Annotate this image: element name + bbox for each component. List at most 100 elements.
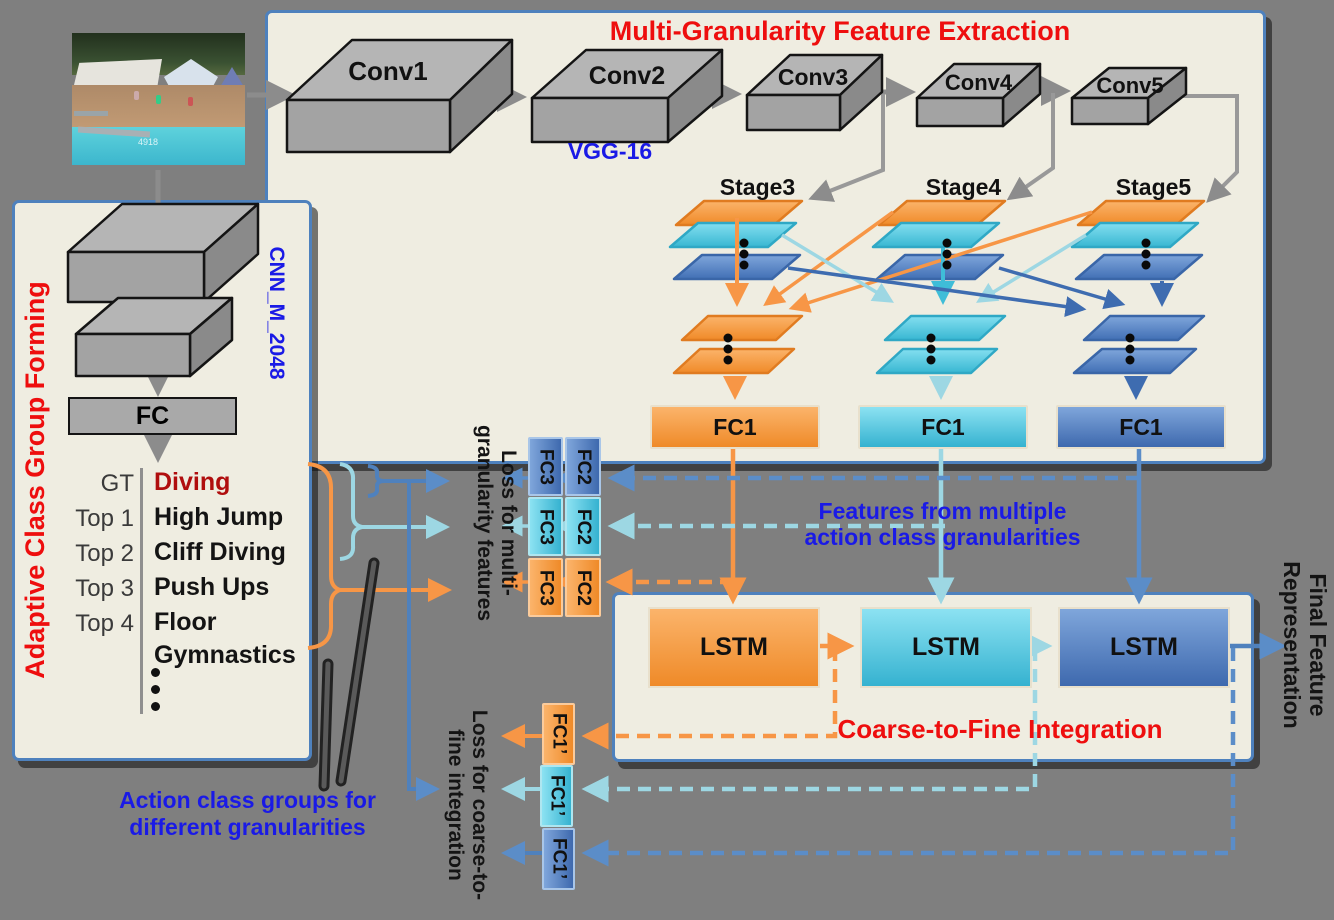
gathered-stacks	[672, 314, 1206, 375]
video-frame: 4918	[72, 33, 245, 165]
prediction-rank: Top 4	[75, 610, 134, 637]
coarse-to-fine-loss-label: Loss for coarse-to- fine integration	[443, 690, 491, 920]
groups-note-line2: different granularities	[129, 814, 366, 840]
route-s3-blue-to-s5	[787, 266, 1087, 317]
prediction-list: GT Diving Top 1 High Jump Top 2 Cliff Di…	[50, 466, 300, 672]
person-figure	[188, 97, 193, 106]
route-s3-cyan-to-s4	[781, 233, 894, 303]
dashed-orange-to-fc1p	[581, 648, 838, 750]
stage-input-arrows	[808, 93, 1239, 203]
fc1-to-lstm-arrows	[719, 447, 1153, 605]
loss2-line2: fine integration	[444, 729, 467, 881]
arrow-conv5-stage5	[1158, 94, 1239, 203]
person-figure	[156, 95, 161, 104]
fc3-box-orange: FC3	[528, 558, 563, 617]
class-group-braces	[307, 462, 452, 801]
loss2-arrows	[501, 724, 542, 865]
conv4-block	[915, 62, 1042, 128]
conv3-label: Conv3	[777, 64, 849, 90]
conv5-block	[1070, 66, 1188, 126]
class-group-side-title: Adaptive Class Group Forming	[20, 281, 50, 679]
groups-note-line1: Action class groups for	[119, 787, 376, 813]
gathered-cyan-1	[883, 314, 1007, 342]
conv1-label: Conv1	[348, 56, 428, 86]
white-canopy	[74, 59, 162, 85]
prediction-label: High Jump	[154, 503, 284, 531]
gathered-blue-2	[1072, 347, 1198, 375]
dashed-cyan-to-fc1p	[581, 648, 1038, 803]
conv4-label: Conv4	[944, 70, 1013, 95]
prediction-rank: Top 2	[75, 540, 134, 567]
stage5-map-blue	[1074, 253, 1204, 281]
prediction-rank: Top 3	[75, 575, 134, 602]
coarse-to-fine-title: Coarse-to-Fine Integration	[837, 714, 1163, 744]
diving-board-upper	[74, 111, 108, 116]
pool-deck	[72, 85, 245, 127]
fc-box: FC	[68, 397, 237, 435]
conv2-block	[530, 48, 724, 144]
backbone-label: VGG-16	[567, 138, 653, 164]
final-feature-label: Final Feature Representation	[1279, 538, 1331, 752]
prediction-label: Floor Gymnastics	[154, 608, 296, 669]
lstm-box-blue: LSTM	[1058, 607, 1230, 688]
dashed-blue-to-fc1p	[581, 648, 1236, 867]
group-brace-cyan	[339, 462, 363, 561]
lstm-box-orange: LSTM	[648, 607, 820, 688]
stage4-map-cyan	[871, 221, 1001, 249]
cnn-backbone-label: CNN_M_2048	[265, 246, 288, 380]
stack-to-fc1-arrows	[723, 376, 1148, 400]
route-s4-orange-to-s3	[763, 210, 895, 307]
prediction-row: Top 2 Cliff Diving	[50, 536, 300, 571]
groups-note: Action class groups for different granul…	[75, 787, 420, 841]
stage3-label: Stage3	[719, 174, 796, 200]
prediction-row-gt: GT Diving	[50, 466, 300, 501]
stage4-map-orange	[877, 199, 1007, 227]
stage5-map-cyan	[1070, 221, 1200, 249]
feature-extraction-title: Multi-Granularity Feature Extraction	[609, 16, 1071, 46]
feature-tap-dashed	[605, 464, 1139, 596]
final-feature-line2: Representation	[1279, 561, 1305, 729]
person-figure	[134, 91, 139, 100]
lstm-box-cyan: LSTM	[860, 607, 1032, 688]
fc1p-box-blue: FC1’	[542, 828, 575, 890]
gathered-orange-2	[672, 347, 796, 375]
route-s5-cyan-to-s4	[976, 233, 1087, 303]
features-note-line1: Features from multiple	[818, 498, 1067, 524]
prediction-divider	[140, 468, 143, 714]
prediction-row: Top 1 High Jump	[50, 501, 300, 536]
video-watermark: 4918	[138, 137, 159, 147]
gathered-orange-1	[680, 314, 804, 342]
arrow-brace-blue-loss2	[407, 481, 440, 801]
group-indicator-slashes	[318, 557, 380, 792]
arrow-conv3-stage3	[808, 94, 885, 202]
conv3-block	[745, 53, 884, 132]
loss2-line1: Loss for coarse-to-	[468, 709, 491, 901]
stage3-map-cyan	[668, 221, 798, 249]
fc1p-box-cyan: FC1’	[540, 765, 573, 827]
loss1-line2: granularity features	[473, 424, 496, 622]
lstm-tap-dashed	[581, 648, 1236, 867]
stage5-label: Stage5	[1115, 174, 1192, 200]
conv1-block	[285, 38, 514, 154]
loss1-line1: Loss for multi-	[497, 450, 520, 596]
fc3-box-cyan: FC3	[528, 497, 563, 556]
prediction-row: Top 4 Floor Gymnastics	[50, 606, 300, 672]
route-s4-blue-to-s5	[998, 266, 1126, 310]
cnn-block-2	[74, 296, 234, 378]
granularity-routing	[725, 210, 1174, 317]
conv2-label: Conv2	[588, 62, 666, 90]
fc1-box-blue: FC1	[1056, 405, 1226, 449]
stage5-map-orange	[1076, 199, 1206, 227]
final-feature-line1: Final Feature	[1305, 573, 1331, 717]
fc2-box-orange: FC2	[565, 558, 601, 617]
fc1-box-cyan: FC1	[858, 405, 1028, 449]
fc2-box-cyan: FC2	[565, 497, 601, 556]
conv5-label: Conv5	[1096, 73, 1164, 98]
stage4-map-blue	[875, 253, 1005, 281]
cnn-block-1	[66, 202, 260, 304]
features-note: Features from multiple action class gran…	[760, 498, 1125, 550]
conv-blocks	[285, 38, 1188, 154]
multi-granularity-loss-label: Loss for multi- granularity features	[472, 393, 520, 653]
